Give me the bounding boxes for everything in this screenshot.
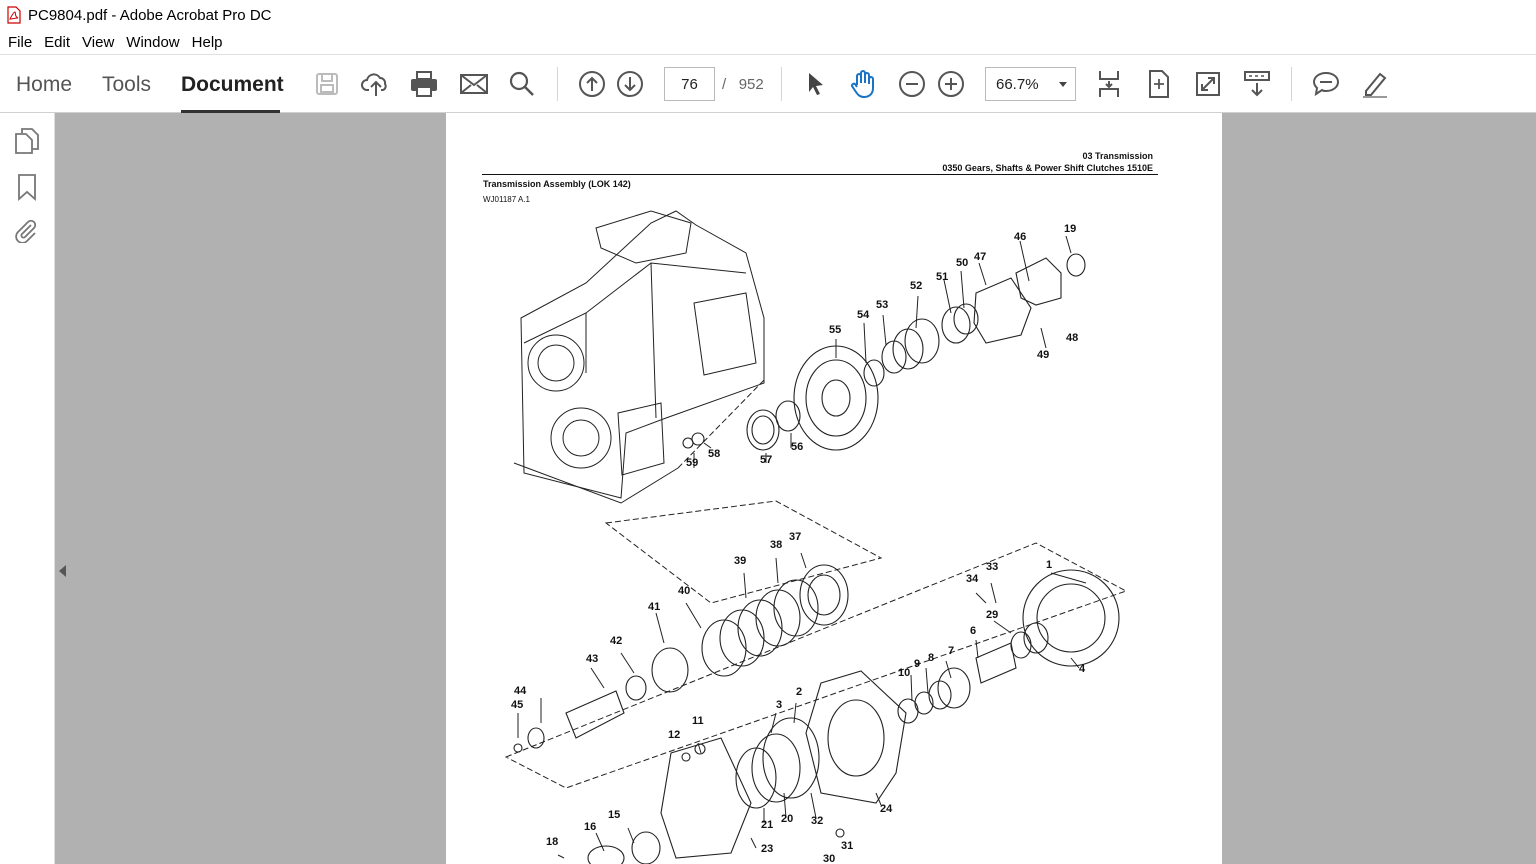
callout-number: 21 <box>761 819 774 831</box>
callout-number: 52 <box>910 280 923 292</box>
doc-figure-id: WJ01187 A.1 <box>483 195 530 204</box>
callout-number: 58 <box>708 448 721 460</box>
callout-number: 20 <box>781 813 794 825</box>
callout-number: 23 <box>761 843 774 855</box>
search-icon[interactable] <box>505 67 539 101</box>
chevron-down-icon <box>1059 82 1067 87</box>
total-pages: 952 <box>738 76 764 93</box>
callout-number: 34 <box>966 573 979 585</box>
callout-number: 46 <box>1014 231 1027 243</box>
callout-number: 56 <box>791 441 804 453</box>
menu-edit[interactable]: Edit <box>44 33 71 51</box>
attachment-icon[interactable] <box>13 217 39 248</box>
callout-number: 10 <box>898 667 911 679</box>
save-icon[interactable] <box>310 67 344 101</box>
callout-number: 4 <box>1079 663 1086 675</box>
callout-number: 19 <box>1064 223 1077 235</box>
callout-number: 41 <box>648 601 661 613</box>
tab-tools[interactable]: Tools <box>102 73 152 96</box>
window-title: PC9804.pdf - Adobe Acrobat Pro DC <box>28 6 272 24</box>
callout-number: 43 <box>586 653 599 665</box>
pdf-page: 03 Transmission 0350 Gears, Shafts & Pow… <box>446 113 1222 864</box>
scrolling-mode-icon[interactable] <box>1092 67 1126 101</box>
callout-number: 16 <box>584 821 597 833</box>
callout-number: 40 <box>678 585 691 597</box>
callout-number: 38 <box>770 539 783 551</box>
callout-number: 18 <box>546 836 559 848</box>
menu-bar: File Edit View Window Help <box>0 30 1536 54</box>
pdf-file-icon <box>6 6 22 24</box>
callout-number: 32 <box>811 815 824 827</box>
zoom-level-value: 66.7% <box>996 75 1039 93</box>
callout-number: 37 <box>789 531 802 543</box>
callout-number: 15 <box>608 809 621 821</box>
page-total: / 952 <box>722 76 764 93</box>
callout-number: 30 <box>823 853 836 864</box>
exploded-parts-diagram <box>504 210 1128 864</box>
callout-number: 51 <box>936 271 949 283</box>
bookmark-icon[interactable] <box>16 173 38 206</box>
callout-number: 53 <box>876 299 889 311</box>
hand-tool-icon[interactable] <box>846 67 880 101</box>
callout-number: 54 <box>857 309 870 321</box>
callout-number: 24 <box>880 803 893 815</box>
menu-window[interactable]: Window <box>126 33 180 51</box>
callout-number: 31 <box>841 840 854 852</box>
callout-number: 6 <box>970 625 977 637</box>
callout-number: 3 <box>776 699 783 711</box>
menu-file[interactable]: File <box>8 33 33 51</box>
toolbar: Home Tools Document 76 / 952 66.7% <box>0 54 1536 113</box>
doc-header-chapter: 03 Transmission <box>1082 151 1153 161</box>
callout-number: 2 <box>796 686 803 698</box>
menu-view[interactable]: View <box>82 33 115 51</box>
mail-icon[interactable] <box>457 67 491 101</box>
callout-number: 29 <box>986 609 999 621</box>
page-number-input[interactable]: 76 <box>664 67 715 101</box>
callout-number: 33 <box>986 561 999 573</box>
comment-icon[interactable] <box>1309 67 1343 101</box>
collapse-panel-arrow-icon[interactable] <box>59 565 66 577</box>
tab-home[interactable]: Home <box>16 73 73 96</box>
next-page-icon[interactable] <box>613 67 647 101</box>
callout-number: 11 <box>692 715 704 727</box>
print-icon[interactable] <box>407 67 441 101</box>
callout-number: 57 <box>760 454 773 466</box>
highlight-pen-icon[interactable] <box>1358 67 1392 101</box>
zoom-level-select[interactable]: 66.7% <box>985 67 1076 101</box>
callout-number: 49 <box>1037 349 1050 361</box>
zoom-in-icon[interactable] <box>934 67 968 101</box>
cloud-upload-icon[interactable] <box>359 67 393 101</box>
tab-document[interactable]: Document <box>181 73 284 96</box>
doc-section-title: Transmission Assembly (LOK 142) <box>483 179 631 189</box>
menu-help[interactable]: Help <box>191 33 223 51</box>
select-pointer-icon[interactable] <box>798 67 832 101</box>
page-thumbnails-icon[interactable] <box>14 127 40 160</box>
callout-number: 8 <box>928 652 935 664</box>
read-mode-icon[interactable] <box>1240 67 1274 101</box>
full-screen-icon[interactable] <box>1191 67 1225 101</box>
callout-number: 39 <box>734 555 747 567</box>
callout-number: 12 <box>668 729 681 741</box>
doc-header-section: 0350 Gears, Shafts & Power Shift Clutche… <box>942 163 1153 173</box>
zoom-out-icon[interactable] <box>895 67 929 101</box>
callout-number: 45 <box>511 699 524 711</box>
left-navigation-rail <box>0 113 55 864</box>
callout-number: 59 <box>686 457 699 469</box>
callout-number: 44 <box>514 685 527 697</box>
previous-page-icon[interactable] <box>575 67 609 101</box>
callout-number: 48 <box>1066 332 1079 344</box>
callout-number: 55 <box>829 324 842 336</box>
document-viewer[interactable]: 03 Transmission 0350 Gears, Shafts & Pow… <box>55 113 1536 864</box>
title-bar: PC9804.pdf - Adobe Acrobat Pro DC <box>0 0 1536 30</box>
callout-number: 9 <box>914 658 921 670</box>
callout-number: 7 <box>948 645 955 657</box>
active-tab-indicator <box>181 110 280 113</box>
callout-number: 1 <box>1046 559 1053 571</box>
header-rule <box>482 174 1158 175</box>
page-separator: / <box>722 76 727 93</box>
fit-page-icon[interactable] <box>1142 67 1176 101</box>
callout-number: 50 <box>956 257 969 269</box>
callout-number: 42 <box>610 635 623 647</box>
callout-number: 47 <box>974 251 987 263</box>
